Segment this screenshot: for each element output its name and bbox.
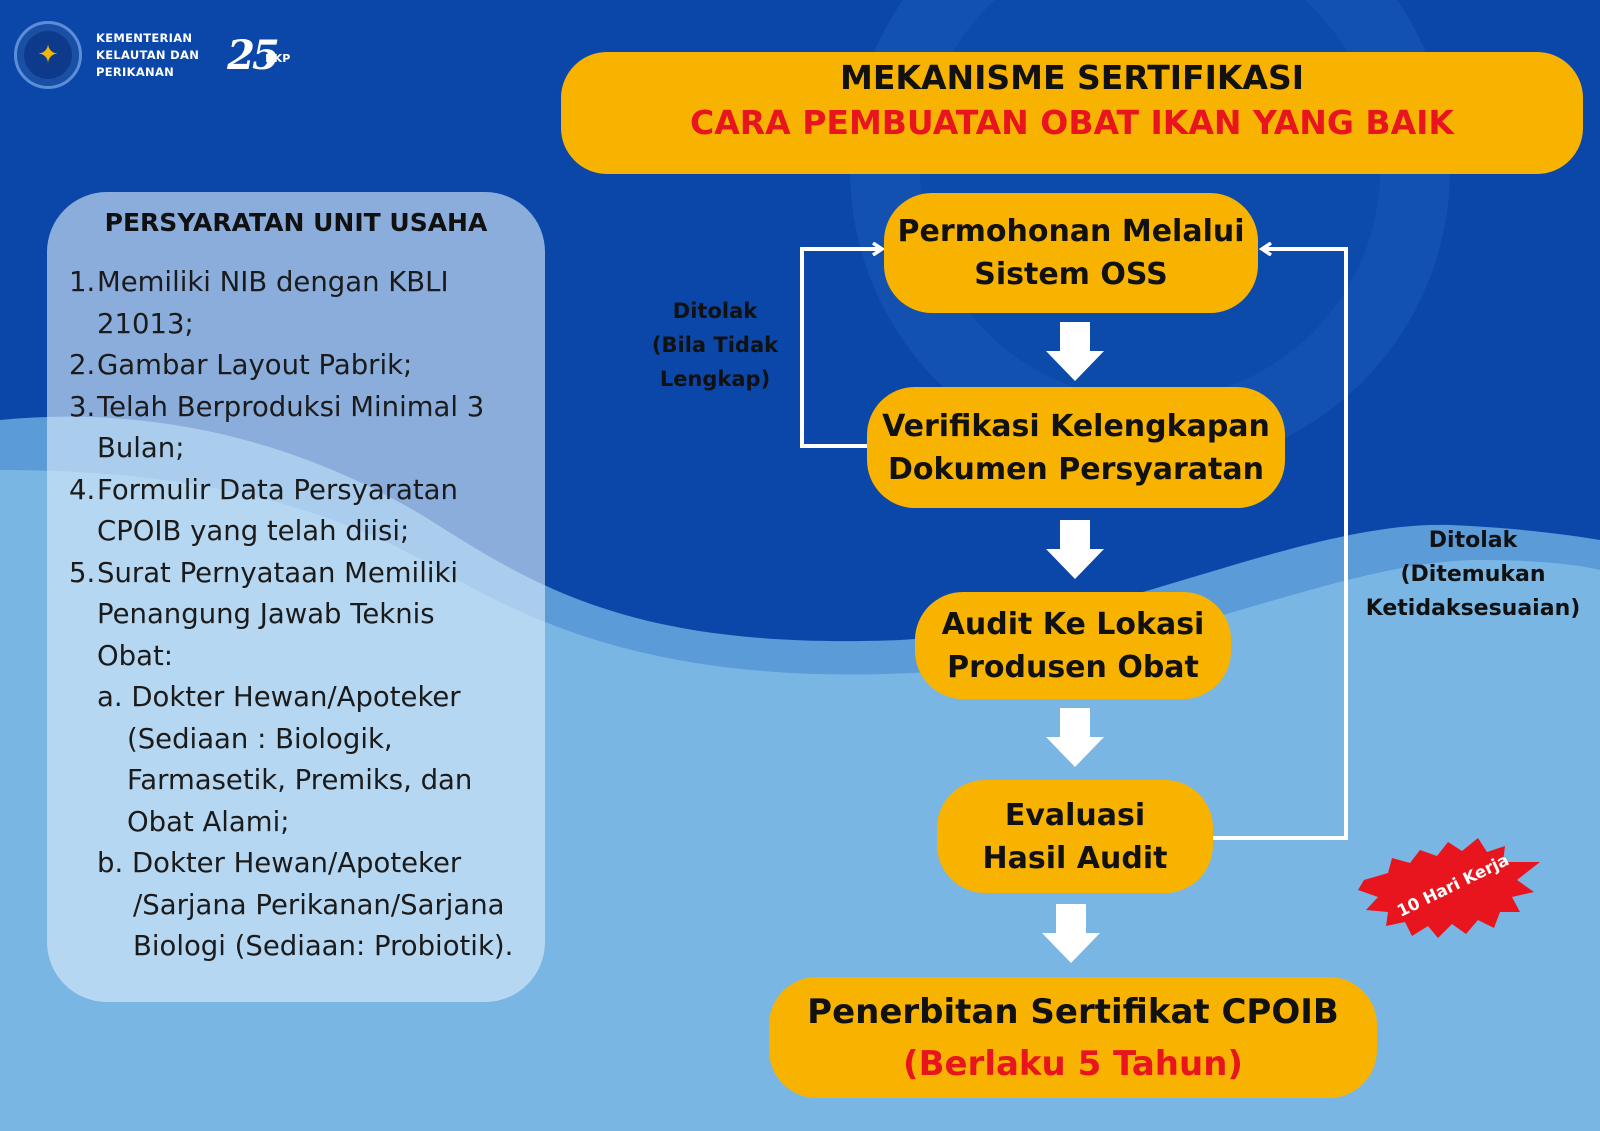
requirement-sub-item: a. Dokter Hewan/Apoteker (Sediaan : Biol…: [97, 677, 539, 843]
item-text: Surat Pernyataan Memiliki: [97, 556, 459, 589]
step-oss-application: Permohonan Melalui Sistem OSS: [884, 193, 1258, 313]
requirements-list: 1. Memiliki NIB dengan KBLI 21013; 2. Ga…: [69, 262, 539, 968]
requirements-panel: PERSYARATAN UNIT USAHA 1. Memiliki NIB d…: [47, 192, 545, 1002]
step-site-audit: Audit Ke Lokasi Produsen Obat: [915, 592, 1231, 699]
garuda-emblem-icon: ✦: [24, 31, 72, 79]
sub-item-text: Obat Alami;: [127, 805, 290, 838]
ministry-emblem: ✦: [14, 21, 82, 89]
requirements-title: PERSYARATAN UNIT USAHA: [104, 208, 488, 237]
item-text: Obat:: [97, 639, 174, 672]
sub-item-text: a. Dokter Hewan/Apoteker: [97, 681, 461, 713]
step-label: Penerbitan Sertifikat CPOIB: [807, 991, 1339, 1032]
item-text: Memiliki NIB dengan KBLI: [97, 266, 449, 298]
item-text: Penangung Jawab Teknis: [97, 598, 435, 630]
step-label: Permohonan Melalui: [897, 214, 1245, 249]
item-text: CPOIB yang telah diisi;: [97, 515, 410, 547]
step-document-verification: Verifikasi Kelengkapan Dokumen Persyarat…: [867, 387, 1285, 508]
reject-text: Ketidaksesuaian): [1365, 596, 1581, 621]
reject-label-nonconformity: Ditolak (Ditemukan Ketidaksesuaian): [1348, 524, 1598, 626]
requirement-item: 2. Gambar Layout Pabrik;: [69, 345, 539, 387]
item-text: Formulir Data Persyaratan: [97, 473, 458, 506]
step-label: Hasil Audit: [982, 840, 1168, 876]
requirement-sub-item: b. Dokter Hewan/Apoteker /Sarjana Perika…: [97, 843, 539, 968]
sub-item-text: b. Dokter Hewan/Apoteker: [97, 847, 462, 879]
certificate-validity: (Berlaku 5 Tahun): [903, 1043, 1243, 1084]
header-logos: ✦ KEMENTERIAN KELAUTAN DAN PERIKANAN 25 …: [14, 20, 290, 90]
step-label: Produsen Obat: [947, 649, 1199, 685]
item-number: 5.: [69, 556, 96, 589]
item-number: 4.: [69, 473, 96, 506]
title-line-2: CARA PEMBUATAN OBAT IKAN YANG BAIK: [690, 103, 1454, 142]
item-text: Gambar Layout Pabrik;: [97, 349, 413, 381]
item-text: Telah Berproduksi Minimal 3: [97, 390, 485, 423]
reject-label-incomplete: Ditolak (Bila Tidak Lengkap): [640, 294, 790, 396]
anniversary-logo: 25 KKP: [227, 31, 290, 79]
reject-text: Lengkap): [659, 367, 771, 391]
ministry-name: KEMENTERIAN KELAUTAN DAN PERIKANAN: [96, 30, 199, 81]
step-certificate-issuance: Penerbitan Sertifikat CPOIB (Berlaku 5 T…: [769, 977, 1377, 1098]
step-label: Dokumen Persyaratan: [888, 451, 1264, 487]
reject-text: (Bila Tidak: [651, 333, 779, 357]
anniversary-label: KKP: [265, 51, 291, 65]
title-banner: MEKANISME SERTIFIKASI CARA PEMBUATAN OBA…: [561, 52, 1583, 174]
reject-text: Ditolak: [1428, 528, 1518, 553]
step-audit-evaluation: Evaluasi Hasil Audit: [937, 780, 1213, 893]
anniversary-number: 25: [227, 31, 280, 79]
item-text: 21013;: [97, 307, 194, 340]
requirement-item: 1. Memiliki NIB dengan KBLI 21013;: [69, 262, 539, 345]
item-number: 3.: [69, 390, 96, 423]
step-label: Verifikasi Kelengkapan: [882, 408, 1270, 444]
sub-item-text: Farmasetik, Premiks, dan: [127, 764, 473, 796]
step-label: Audit Ke Lokasi: [941, 606, 1205, 642]
reject-text: Ditolak: [672, 299, 758, 323]
requirement-sub-list: a. Dokter Hewan/Apoteker (Sediaan : Biol…: [97, 677, 539, 968]
ministry-line: KEMENTERIAN: [96, 30, 193, 45]
reject-text: (Ditemukan: [1400, 562, 1546, 587]
requirement-item: 5. Surat Pernyataan Memiliki Penangung J…: [69, 553, 539, 968]
sub-item-text: Biologi (Sediaan: Probiotik).: [133, 930, 514, 962]
item-text: Bulan;: [97, 432, 185, 464]
step-label: Evaluasi: [1004, 797, 1146, 833]
item-number: 1.: [69, 266, 96, 298]
ministry-line: PERIKANAN: [96, 64, 175, 79]
item-number: 2.: [69, 349, 96, 381]
title-line-1: MEKANISME SERTIFIKASI: [839, 58, 1305, 97]
step-label: Sistem OSS: [974, 257, 1168, 292]
requirement-item: 4. Formulir Data Persyaratan CPOIB yang …: [69, 470, 539, 553]
sub-item-text: (Sediaan : Biologik,: [127, 722, 393, 755]
requirement-item: 3. Telah Berproduksi Minimal 3 Bulan;: [69, 387, 539, 470]
ministry-line: KELAUTAN DAN: [96, 47, 200, 62]
sub-item-text: /Sarjana Perikanan/Sarjana: [133, 888, 505, 921]
